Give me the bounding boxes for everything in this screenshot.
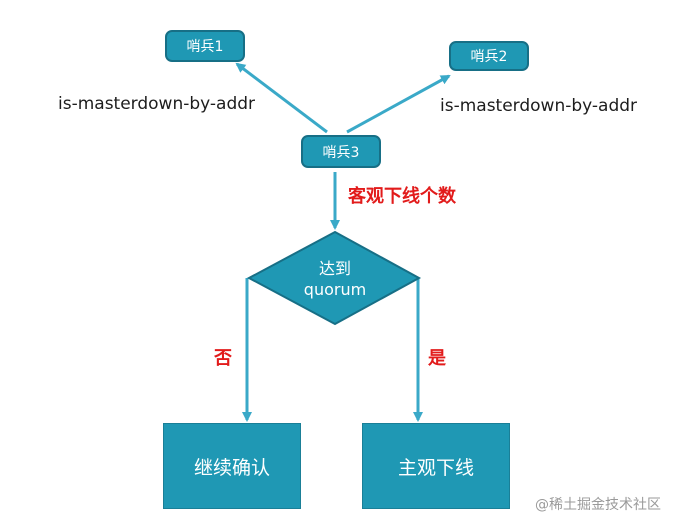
continue-confirm-label: 继续确认 bbox=[193, 456, 270, 479]
decision-line2: quorum bbox=[303, 280, 367, 299]
decision-diamond bbox=[246, 230, 422, 326]
subjective-down-label: 主观下线 bbox=[397, 456, 474, 479]
cmd-right-label: is-masterdown-by-addr bbox=[440, 96, 638, 116]
arrow-to-sentinel2 bbox=[346, 74, 451, 134]
sentinel1-node: 哨兵1 bbox=[165, 30, 245, 62]
continue-confirm-box: 继续确认 bbox=[163, 423, 301, 509]
sentinel3-node: 哨兵3 bbox=[301, 135, 381, 168]
objective-count-label: 客观下线个数 bbox=[348, 186, 456, 207]
decision-line1: 达到 bbox=[318, 259, 351, 278]
subjective-down-box: 主观下线 bbox=[362, 423, 510, 509]
no-label: 否 bbox=[214, 348, 232, 369]
yes-label: 是 bbox=[428, 348, 446, 369]
sentinel1-label: 哨兵1 bbox=[186, 39, 224, 55]
sentinel2-node: 哨兵2 bbox=[449, 41, 529, 71]
sentinel2-label: 哨兵2 bbox=[470, 49, 508, 65]
watermark: @稀土掘金技术社区 bbox=[535, 497, 661, 513]
sentinel3-label: 哨兵3 bbox=[322, 144, 360, 161]
cmd-left-label: is-masterdown-by-addr bbox=[58, 94, 256, 114]
arrow-to-sentinel1 bbox=[235, 62, 328, 134]
